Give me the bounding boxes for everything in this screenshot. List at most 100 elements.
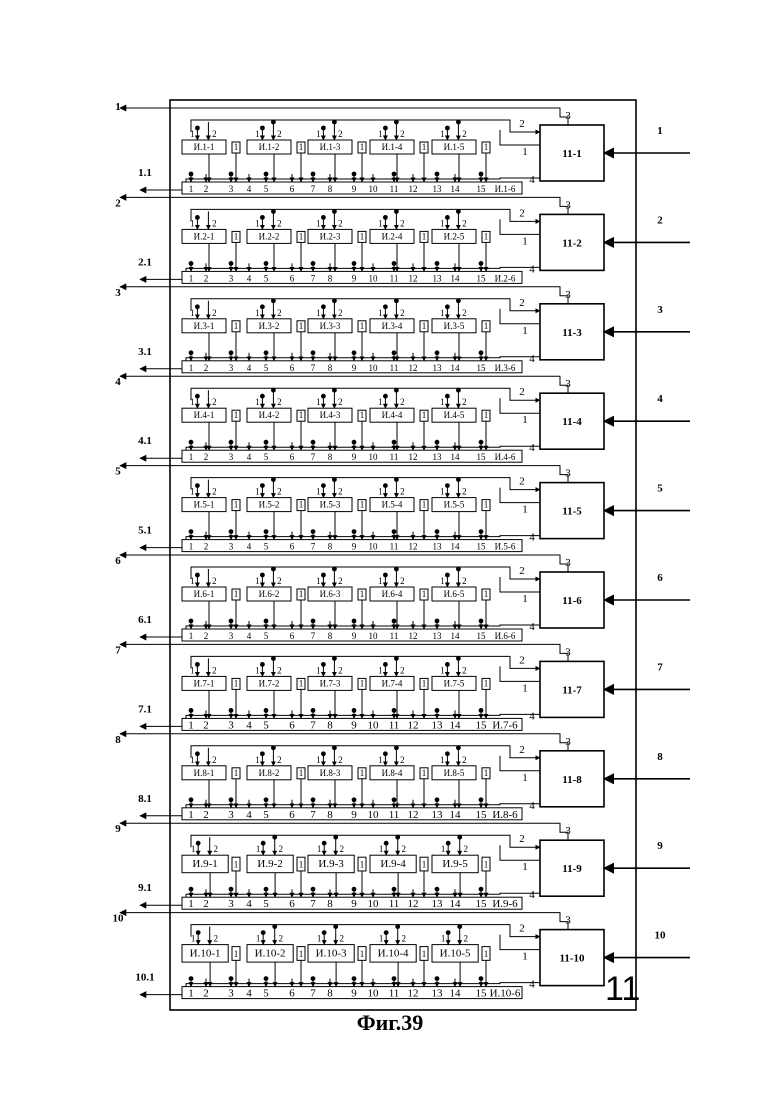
block-label: 11-4 xyxy=(562,416,582,428)
gate-pin-2-label: 2 xyxy=(400,487,405,497)
gate-pin-2-label: 2 xyxy=(213,844,218,854)
bus-number: 4 xyxy=(246,988,252,1000)
bus-number: 14 xyxy=(451,273,461,283)
port-3-line xyxy=(170,913,568,930)
junction-dot xyxy=(260,751,265,756)
bus-number: 13 xyxy=(432,898,444,910)
gate-pin-1-label: 1 xyxy=(440,218,445,228)
row-8: 811-8832148.1И.8-1121И.8-2121И.8-3121И.8… xyxy=(115,734,690,821)
gate-pin-1-label: 1 xyxy=(255,308,260,318)
junction-dot xyxy=(435,887,440,892)
bus-number: 9 xyxy=(352,631,357,641)
junction-dot xyxy=(189,976,194,981)
bus-number: 4 xyxy=(247,631,252,641)
frame-label: 11 xyxy=(605,970,640,1008)
junction-dot xyxy=(445,126,450,131)
bus-number: 7 xyxy=(311,452,316,462)
junction-dot xyxy=(392,887,397,892)
junction-dot xyxy=(189,350,194,355)
junction-dot xyxy=(311,887,316,892)
gate-pin-1-label: 1 xyxy=(190,665,195,675)
input-label: 2 xyxy=(657,214,663,226)
gate-side-label: 1 xyxy=(299,321,304,331)
junction-dot xyxy=(189,172,194,177)
bus-number: 15 xyxy=(477,542,487,552)
gate-pin-2-label: 2 xyxy=(338,665,343,675)
bus-number: 4 xyxy=(247,542,252,552)
input-label: 5 xyxy=(657,483,663,495)
junction-dot xyxy=(479,797,484,802)
port-label-1: 1 xyxy=(522,951,528,963)
gate-pin-1-label: 1 xyxy=(378,397,383,407)
gate-pin-1-label: 1 xyxy=(316,397,321,407)
gate-pin-2-label: 2 xyxy=(401,934,406,944)
bus-number: 9 xyxy=(351,809,357,821)
junction-dot xyxy=(321,394,326,399)
gate-pin-1-label: 1 xyxy=(440,397,445,407)
gate-pin-1-label: 1 xyxy=(255,397,260,407)
bus-number: 1 xyxy=(188,988,194,1000)
bus-number: 13 xyxy=(433,631,443,641)
gate-pin-1-label: 1 xyxy=(378,487,383,497)
port-2-line xyxy=(191,925,540,937)
bus-number: 13 xyxy=(433,184,443,194)
bus-number: 1 xyxy=(189,363,194,373)
gate-pin-2-label: 2 xyxy=(277,755,282,765)
bus-number: 7 xyxy=(311,273,316,283)
port-label-1: 1 xyxy=(522,414,528,426)
bus-number: 2 xyxy=(204,452,209,462)
gate-pin-1-label: 1 xyxy=(440,665,445,675)
bus-number: 2 xyxy=(204,363,209,373)
gate-pin-2-label: 2 xyxy=(277,218,282,228)
junction-dot xyxy=(435,976,440,981)
block-label: 11-3 xyxy=(562,327,582,339)
bus-number: 12 xyxy=(409,542,418,552)
gate-side-label: 1 xyxy=(299,410,304,420)
gate-pin-1-label: 1 xyxy=(316,755,321,765)
gate-pin-2-label: 2 xyxy=(278,934,283,944)
gate-label: И.2-3 xyxy=(320,231,341,241)
gate-label: И.1-3 xyxy=(320,142,341,152)
bus-number: 11 xyxy=(389,809,400,821)
junction-dot xyxy=(321,304,326,309)
gate-side-label: 1 xyxy=(422,500,427,510)
gate-side-label: 1 xyxy=(299,949,304,959)
junction-dot xyxy=(392,619,397,624)
junction-dot xyxy=(195,662,200,667)
junction-dot xyxy=(264,350,269,355)
bus-number: 2 xyxy=(203,898,209,910)
gate-pin-1-label: 1 xyxy=(440,487,445,497)
gate-side-label: 1 xyxy=(484,500,489,510)
bus-number: 14 xyxy=(450,988,462,1000)
bus-number: 14 xyxy=(451,184,461,194)
port-2-line xyxy=(191,835,540,847)
bus-number: 12 xyxy=(408,988,419,1000)
gate-pin-2-label: 2 xyxy=(462,308,467,318)
gate-pin-1-label: 1 xyxy=(316,308,321,318)
junction-dot xyxy=(383,573,388,578)
gate-label: И.4-3 xyxy=(320,410,341,420)
gate-side-label: 1 xyxy=(234,860,239,870)
bus-number: 9 xyxy=(352,452,357,462)
port-label-2: 2 xyxy=(519,207,525,219)
bus-number: 3 xyxy=(229,184,234,194)
junction-dot xyxy=(264,887,269,892)
gate-pin-2-label: 2 xyxy=(462,218,467,228)
bus-output-label: 8.1 xyxy=(138,793,152,805)
junction-dot xyxy=(321,751,326,756)
gate-pin-1-label: 1 xyxy=(316,576,321,586)
junction-dot xyxy=(321,662,326,667)
bus-output-label: 4.1 xyxy=(138,435,152,447)
bus-number: 5 xyxy=(264,631,269,641)
gate-side-label: 1 xyxy=(299,768,304,778)
bus-number: 3 xyxy=(229,363,234,373)
junction-dot xyxy=(321,126,326,131)
bus-output-label: 1.1 xyxy=(138,167,152,179)
gate-side-label: 1 xyxy=(234,589,239,599)
junction-dot xyxy=(260,215,265,220)
bus-number: 10 xyxy=(369,452,379,462)
junction-dot xyxy=(392,976,397,981)
gate-label: И.6-2 xyxy=(259,589,280,599)
bus-number: 10 xyxy=(369,542,379,552)
gate-side-label: 1 xyxy=(234,768,239,778)
